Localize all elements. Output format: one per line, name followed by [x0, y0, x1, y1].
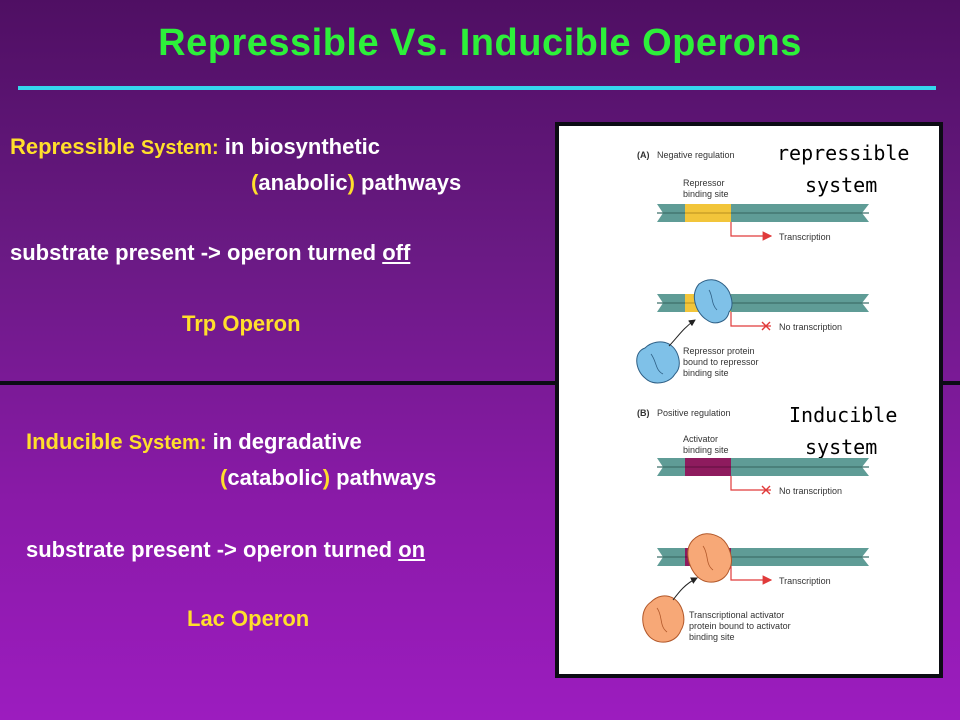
panel-b-big-label-2: system — [805, 435, 877, 459]
panel-b-protein-label-3: binding site — [689, 632, 735, 642]
panel-a-tag: (A) — [637, 150, 650, 160]
inducible-line1-text: in degradative — [212, 429, 362, 454]
inducible-paren-close: ) — [322, 465, 331, 490]
inducible-line-3: substrate present -> operon turned on — [26, 537, 425, 563]
repressible-line2-text: pathways — [354, 170, 462, 195]
panel-b-transcription-label: Transcription — [779, 576, 831, 586]
activator-protein-bound — [687, 533, 732, 583]
panel-b-site-label-2: binding site — [683, 445, 729, 455]
repressible-line-3: substrate present -> operon turned off — [10, 240, 410, 266]
operon-figure-panel: (A) Negative regulation repressible syst… — [555, 122, 943, 678]
panel-a-transcription-label: Transcription — [779, 232, 831, 242]
repressible-line3-text: substrate present -> operon turned — [10, 240, 383, 265]
panel-a-protein-label-1: Repressor protein — [683, 346, 755, 356]
inducible-line2-text: pathways — [330, 465, 437, 490]
panel-a-site-label-2: binding site — [683, 189, 729, 199]
repressor-protein-bound — [694, 279, 733, 324]
inducible-heading: Inducible — [26, 429, 123, 454]
panel-a-negative-regulation: (A) Negative regulation repressible syst… — [636, 141, 909, 384]
repressible-system-word: System: — [140, 137, 219, 159]
inducible-line-1: Inducible System: in degradative — [26, 429, 362, 455]
panel-b-caption: Positive regulation — [657, 408, 731, 418]
repressor-binding-arrow — [668, 319, 696, 347]
repressible-state: off — [382, 240, 411, 265]
panel-a-caption: Negative regulation — [657, 150, 735, 160]
panel-a-protein-label-3: binding site — [683, 368, 729, 378]
repressor-protein-free — [636, 341, 680, 384]
blocked-transcription-line-b — [730, 476, 771, 491]
inducible-system-word: System: — [128, 432, 207, 454]
repressible-term: anabolic — [258, 170, 348, 195]
inducible-term: catabolic — [227, 465, 323, 490]
repressible-line1-text: in biosynthetic — [224, 134, 381, 159]
inducible-paren-open: ( — [220, 465, 228, 490]
dna-strand-a1 — [657, 204, 869, 222]
inducible-state: on — [398, 537, 426, 562]
repressible-line-1: Repressible System: in biosynthetic — [10, 134, 380, 160]
panel-a-big-label-2: system — [805, 173, 877, 197]
activator-protein-free — [642, 595, 685, 643]
panel-b-positive-regulation: (B) Positive regulation Inducible system… — [637, 403, 897, 643]
inducible-line3-text: substrate present -> operon turned — [26, 537, 399, 562]
transcription-arrow — [730, 222, 773, 241]
dna-strand-b1 — [657, 458, 869, 476]
panel-a-protein-label-2: bound to repressor — [683, 357, 759, 367]
dna-strand-a2 — [657, 294, 869, 312]
transcription-arrow-b — [730, 566, 773, 585]
panel-a-no-transcription-label: No transcription — [779, 322, 842, 332]
inducible-line-2: (catabolic) pathways — [220, 465, 436, 491]
repressible-paren-open: ( — [251, 170, 259, 195]
blocked-x-mark — [761, 321, 771, 331]
panel-b-big-label-1: Inducible — [789, 403, 897, 427]
panel-a-big-label-1: repressible — [777, 141, 909, 165]
panel-b-protein-label-2: protein bound to activator — [689, 621, 791, 631]
blocked-transcription-line — [730, 312, 771, 327]
inducible-example: Lac Operon — [187, 606, 310, 631]
operon-diagram: (A) Negative regulation repressible syst… — [636, 141, 909, 643]
repressible-heading: Repressible — [10, 134, 135, 159]
title-underline — [18, 86, 936, 90]
repressible-line-2: (anabolic) pathways — [251, 170, 461, 196]
slide-title: Repressible Vs. Inducible Operons — [158, 22, 802, 64]
blocked-x-mark-b — [761, 485, 771, 495]
panel-b-protein-label-1: Transcriptional activator — [689, 610, 784, 620]
repressible-paren-close: ) — [347, 170, 355, 195]
repressible-example: Trp Operon — [182, 311, 301, 336]
panel-b-site-label-1: Activator — [683, 434, 718, 444]
panel-a-site-label-1: Repressor — [683, 178, 725, 188]
panel-b-no-transcription-label: No transcription — [779, 486, 842, 496]
panel-b-tag: (B) — [637, 408, 650, 418]
section-divider — [0, 381, 960, 385]
activator-binding-arrow — [672, 577, 698, 601]
